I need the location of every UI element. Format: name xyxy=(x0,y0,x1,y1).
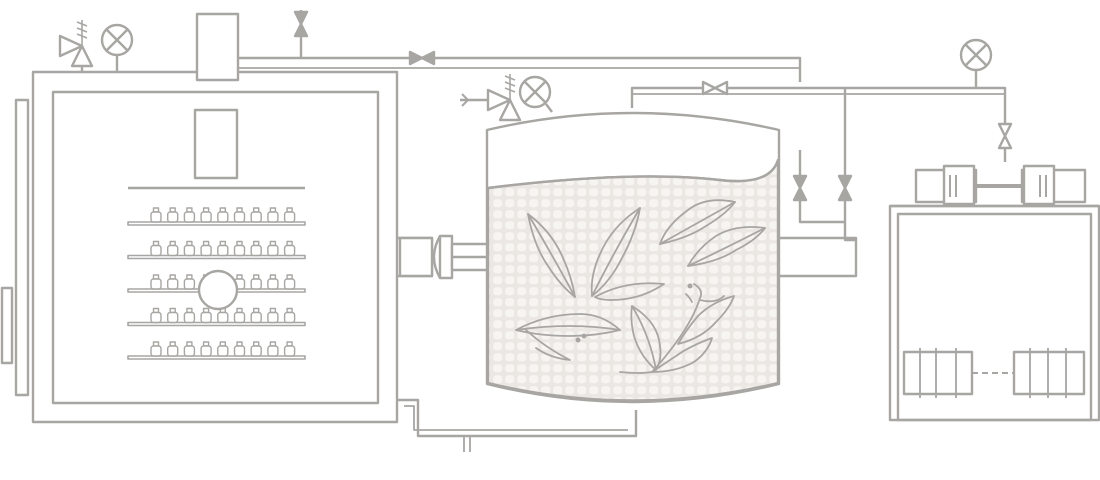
connecting-flange xyxy=(398,234,490,280)
shelf xyxy=(127,221,306,226)
vacuum-pump-unit xyxy=(888,164,1100,422)
shelf xyxy=(127,321,306,327)
shelf xyxy=(127,254,306,260)
chamber-viewport xyxy=(193,108,239,180)
safety-valve-icon xyxy=(460,74,522,122)
safety-valve-icon xyxy=(58,20,94,72)
leaf-decoration-icon xyxy=(515,199,766,374)
pressure-gauge-icon xyxy=(518,75,553,113)
chamber-top-port xyxy=(195,12,240,82)
pressure-gauge-icon xyxy=(959,38,993,88)
condenser-vessel xyxy=(485,111,781,404)
pressure-gauge-icon xyxy=(100,23,134,72)
shelf xyxy=(127,355,306,360)
freeze-dryer-chamber xyxy=(0,12,399,424)
gate-valve-icon xyxy=(293,10,1013,202)
shelf-stack xyxy=(127,206,306,360)
chamber-observation-port xyxy=(197,269,239,311)
